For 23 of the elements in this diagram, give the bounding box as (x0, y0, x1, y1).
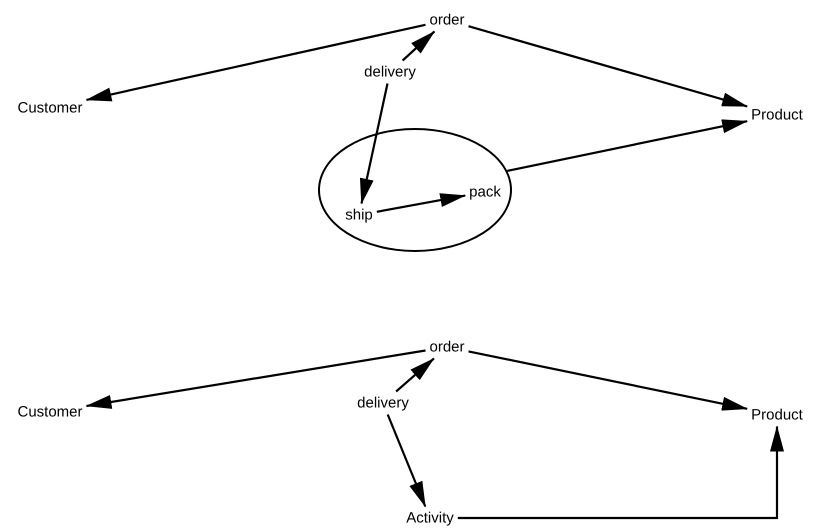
entity-label: order (425, 8, 469, 32)
entity-label: Product (747, 104, 807, 126)
entity-label: Activity (402, 506, 458, 528)
arrow (468, 25, 748, 108)
arrow (386, 414, 426, 508)
entity-label: Customer (13, 400, 87, 424)
entity-label: ship (341, 204, 377, 226)
entity-label: Customer (13, 96, 87, 120)
arrow (86, 349, 426, 409)
arrow (376, 193, 466, 213)
arrow (360, 83, 389, 204)
group-ellipse (318, 128, 512, 252)
entity-label: delivery (353, 392, 413, 414)
arrow (86, 24, 426, 102)
arrow (395, 358, 435, 392)
arrow (507, 119, 748, 172)
entity-label: Product (747, 404, 807, 426)
arrow (458, 426, 784, 520)
arrow (468, 350, 748, 411)
entity-label: pack (465, 180, 505, 204)
entity-label: order (425, 336, 469, 358)
arrow (402, 30, 436, 62)
entity-label: delivery (360, 60, 420, 84)
